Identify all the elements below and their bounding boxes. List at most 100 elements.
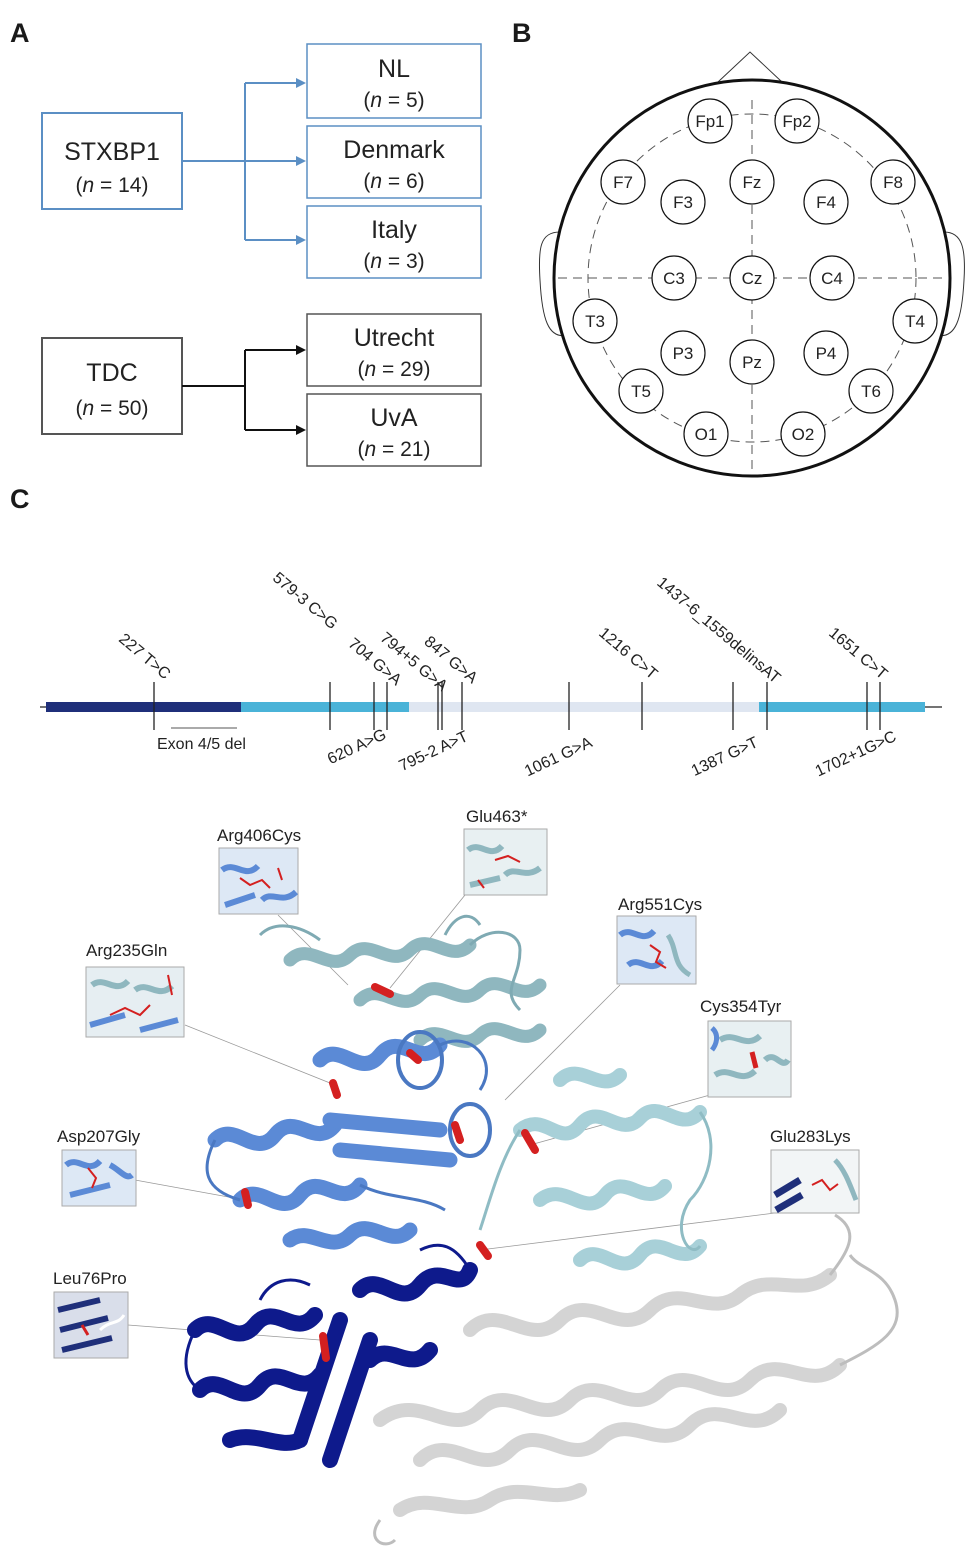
electrode-label: P3: [673, 344, 694, 363]
electrode-label: F3: [673, 193, 693, 212]
electrode-t6: T6: [848, 368, 894, 414]
ribbon-grey-loops: [373, 1213, 899, 1546]
stxbp1-label: STXBP1: [64, 138, 160, 166]
ribbon-light-teal-loops: [478, 1111, 713, 1251]
head-nose: [717, 51, 783, 83]
inset-label-arg551cys: Arg551Cys: [618, 895, 702, 914]
electrode-label: F7: [613, 173, 633, 192]
site-box-nl: [306, 43, 482, 119]
domain-segment-mid-1: [241, 702, 409, 712]
site-box-denmark: [306, 125, 482, 199]
electrode-label: Fz: [743, 173, 762, 192]
variant-label-below: 1061 G>A: [522, 734, 595, 780]
panel-a: A STXBP1 (n = 14) NL (n = 5) Denmar: [10, 18, 482, 467]
variant-label-above: 579-3 C>G: [269, 569, 340, 633]
variant-label-below: 620 A>G: [325, 726, 389, 768]
electrode-label: F4: [816, 193, 836, 212]
electrode-label: C4: [821, 269, 843, 288]
ribbon-blue: [207, 1037, 458, 1250]
electrode-o1: O1: [683, 411, 729, 457]
electrode-p3: P3: [660, 330, 706, 376]
mutation-sites: [241, 983, 539, 1362]
electrode-label: T5: [631, 382, 651, 401]
site-box-italy: [306, 205, 482, 279]
tdc-label: TDC: [86, 359, 137, 387]
panel-letter-b: B: [512, 18, 532, 48]
inset-glu463: Glu463*: [463, 807, 548, 896]
site-box-uva: [306, 393, 482, 467]
site-utrecht-label: Utrecht: [354, 324, 435, 352]
domain-segment-dark: [46, 702, 241, 712]
electrode-f7: F7: [600, 159, 646, 205]
inset-asp207gly: Asp207Gly: [57, 1127, 141, 1207]
inset-glu283lys: Glu283Lys: [770, 1127, 860, 1214]
electrode-label: Fp1: [695, 112, 724, 131]
inset-label-asp207gly: Asp207Gly: [57, 1127, 141, 1146]
site-denmark-label: Denmark: [343, 136, 445, 164]
electrode-label: T4: [905, 312, 925, 331]
inset-arg551cys: Arg551Cys: [616, 895, 702, 985]
stxbp1-group: STXBP1 (n = 14) NL (n = 5) Denmark (n = …: [41, 43, 482, 279]
site-box-utrecht: [306, 313, 482, 387]
head-left-ear: [538, 231, 569, 337]
variant-label-above: 227 T>C: [115, 630, 173, 683]
electrode-label: O2: [792, 425, 815, 444]
inset-label-leu76pro: Leu76Pro: [53, 1269, 127, 1288]
electrode-c4: C4: [809, 255, 855, 301]
variant-ticks: [153, 682, 881, 730]
inset-cys354tyr: Cys354Tyr: [700, 997, 792, 1098]
variant-label-above: 1651 C>T: [825, 625, 890, 684]
variant-label-below: 1387 G>T: [689, 734, 761, 780]
electrode-p4: P4: [803, 330, 849, 376]
electrode-t5: T5: [618, 368, 664, 414]
site-italy-n: (n = 3): [363, 250, 424, 273]
stxbp1-connectors: [182, 82, 298, 241]
electrode-t4: T4: [892, 298, 938, 344]
ribbon-dark-loops: [184, 1243, 472, 1392]
tdc-n: (n = 50): [76, 397, 149, 420]
electrode-label: T3: [585, 312, 605, 331]
tdc-connectors: [182, 349, 298, 431]
electrode-label: F8: [883, 173, 903, 192]
electrode-fp2: Fp2: [774, 98, 820, 144]
stxbp1-arrowheads: [296, 78, 306, 245]
variant-label-above: 1216 C>T: [595, 625, 660, 684]
electrode-label: O1: [695, 425, 718, 444]
electrode-pz: Pz: [729, 339, 775, 385]
electrode-f8: F8: [870, 159, 916, 205]
head-right-ear: [935, 231, 965, 337]
site-italy-label: Italy: [371, 216, 417, 244]
variant-label-below: 1702+1G>C: [813, 728, 899, 780]
variant-label-above: 1437-6_1559delinsAT: [653, 574, 783, 687]
electrode-o2: O2: [780, 411, 826, 457]
inset-label-arg406cys: Arg406Cys: [217, 826, 301, 845]
electrode-cz: Cz: [729, 255, 775, 301]
electrode-f3: F3: [660, 179, 706, 225]
electrode-c3: C3: [651, 255, 697, 301]
electrode-fz: Fz: [729, 159, 775, 205]
inset-label-glu463: Glu463*: [466, 807, 528, 826]
mutation-insets: Arg406Cys Glu463* Arg551Cys: [53, 807, 860, 1359]
electrode-f4: F4: [803, 179, 849, 225]
electrode-label: T6: [861, 382, 881, 401]
electrode-label: Cz: [742, 269, 763, 288]
domain-segment-mid-2: [759, 702, 925, 712]
electrode-t3: T3: [572, 298, 618, 344]
electrode-fp1: Fp1: [687, 98, 733, 144]
site-denmark-n: (n = 6): [363, 170, 424, 193]
ribbon-dark: [187, 1262, 478, 1468]
electrode-label: P4: [816, 344, 837, 363]
domain-segment-light: [409, 702, 759, 712]
site-nl-label: NL: [378, 55, 410, 83]
ribbon-teal-loops: [258, 914, 522, 1012]
inset-label-cys354tyr: Cys354Tyr: [700, 997, 782, 1016]
ribbon-grey: [373, 1268, 847, 1517]
inset-label-arg235gln: Arg235Gln: [86, 941, 167, 960]
site-nl-n: (n = 5): [363, 89, 424, 112]
tdc-arrowheads: [296, 345, 306, 435]
ribbon-teal: [283, 937, 547, 1048]
variant-label-below: 795-2 A>T: [396, 728, 471, 775]
